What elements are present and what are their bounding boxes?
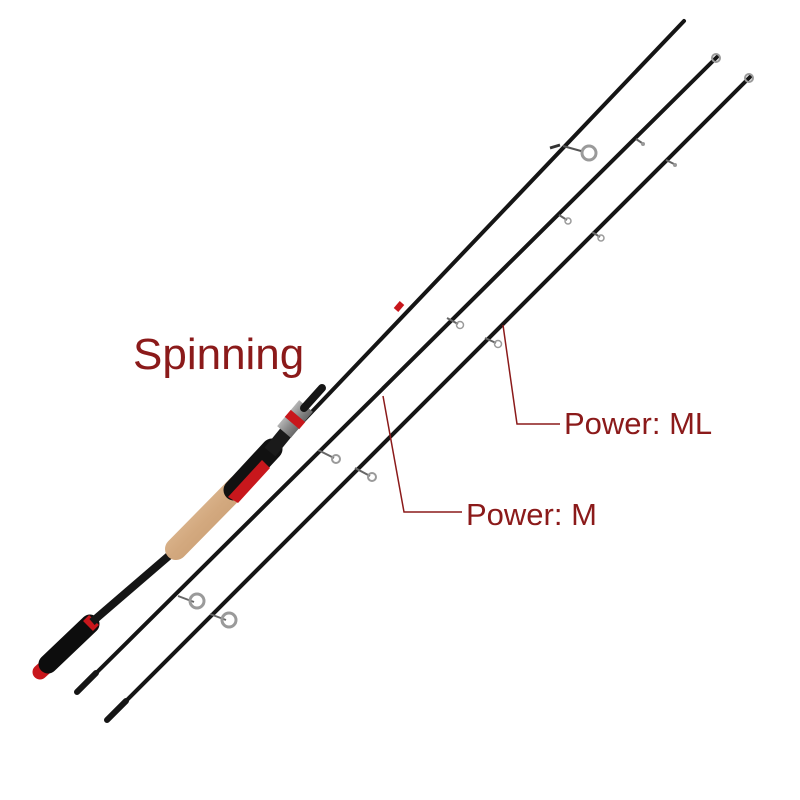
rod-tip-section-m [74, 53, 721, 695]
line-guide-icon [711, 53, 721, 63]
line-guide-icon [591, 231, 605, 242]
line-guide-icon [484, 337, 503, 349]
line-guide-icon [317, 449, 341, 464]
line-guide-icon [354, 467, 377, 482]
trigger-accent [228, 460, 270, 503]
tip-butt-end [104, 698, 129, 723]
line-guide-icon [665, 159, 677, 167]
butt-blank [89, 544, 181, 626]
rod-blank-m [75, 55, 719, 694]
leader-line-m [382, 395, 462, 513]
reel-seat-icon [223, 438, 283, 501]
seat-hood [264, 425, 294, 457]
ferrule-accent [393, 301, 405, 312]
seat-nut-ring [284, 409, 306, 430]
guide-foot [549, 143, 561, 150]
spinning-title: Spinning [133, 330, 305, 379]
rod-tip-section-ml [104, 73, 754, 723]
tip-butt-end [74, 670, 99, 695]
line-guide-icon [558, 214, 572, 225]
line-guide-icon [744, 73, 754, 83]
power-m-label: Power: M [466, 497, 597, 532]
rod-blank-ml [105, 75, 752, 722]
rear-eva-grip [38, 614, 100, 674]
power-ml-label: Power: ML [564, 406, 713, 441]
line-guide-icon [177, 592, 206, 610]
line-guide-icon [209, 611, 238, 629]
line-guide-icon [562, 144, 598, 162]
fore-grip [300, 384, 326, 412]
leader-line-ml [502, 324, 560, 425]
line-guide-icon [635, 138, 645, 146]
rod-butt-section [32, 19, 686, 680]
line-guide-icon [446, 317, 465, 330]
